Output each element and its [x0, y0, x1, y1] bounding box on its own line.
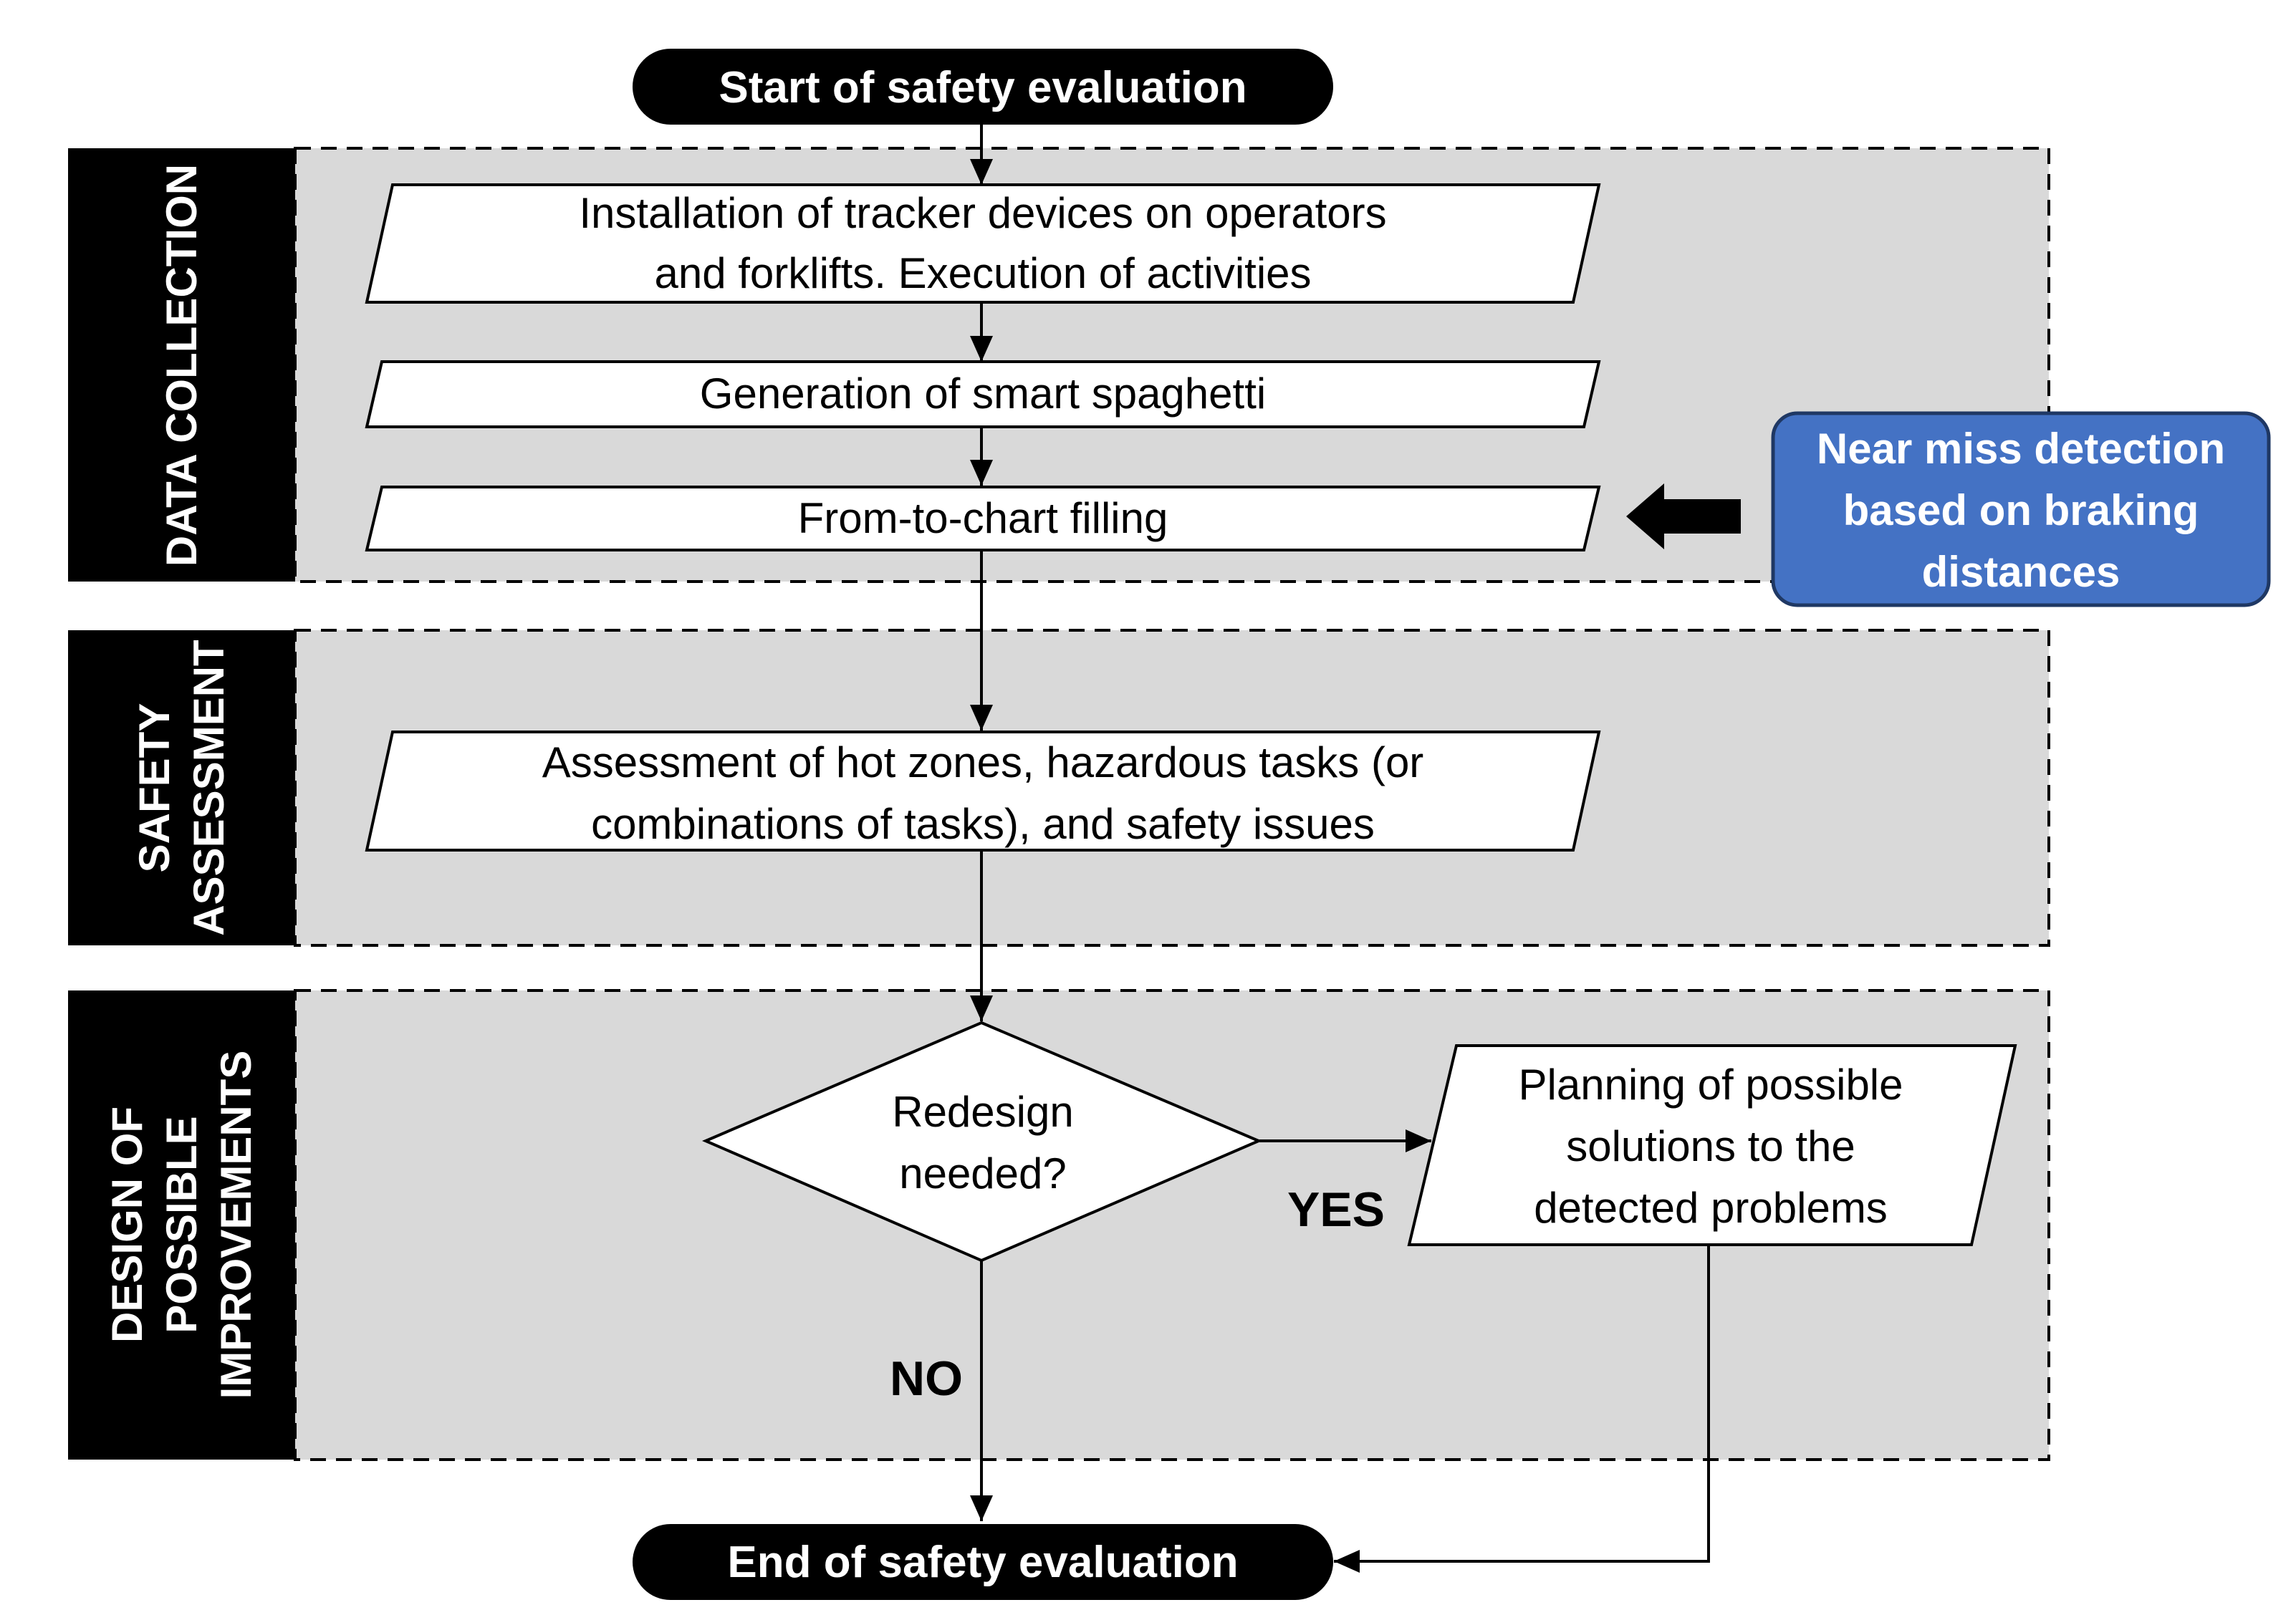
phase-data-collection-line-1: DATA COLLECTION: [158, 164, 206, 567]
step-from-to-chart: From-to-chart filling: [365, 486, 1601, 551]
end-terminal-shape: [633, 1524, 1333, 1600]
step-install-trackers-line-2: and forklifts. Execution of activities: [654, 249, 1311, 297]
step-planning-line-1: Planning of possible: [1518, 1061, 1903, 1109]
step-install-trackers-shape: [365, 183, 1601, 304]
step-assessment-label: Assessment of hot zones, hazardous tasks…: [542, 738, 1424, 848]
phase-label-box-design-improvements: [68, 990, 295, 1460]
decision-line-1: Redesign: [892, 1088, 1074, 1136]
end-terminal-label: End of safety evaluation: [727, 1538, 1238, 1587]
end-terminal: End of safety evaluation: [633, 1524, 1333, 1600]
phase-label-data-collection: DATA COLLECTION: [158, 164, 206, 567]
step-smart-spaghetti-line-1: Generation of smart spaghetti: [700, 370, 1266, 418]
step-planning-label: Planning of possible solutions to the dete…: [1518, 1061, 1903, 1232]
step-install-trackers-label: Installation of tracker devices on opera…: [579, 189, 1386, 297]
connectors: [970, 123, 1710, 1573]
phase-safety-assessment-line-2: ASSESSMENT: [185, 640, 233, 935]
note-arrow-left-icon: [1626, 483, 1741, 549]
step-from-to-chart-shape: [365, 486, 1601, 551]
step-install-trackers: Installation of tracker devices on opera…: [365, 183, 1601, 304]
branch-label-no: NO: [890, 1351, 963, 1406]
step-smart-spaghetti-label: Generation of smart spaghetti: [700, 370, 1266, 418]
note-line-1: Near miss detection: [1817, 425, 2225, 473]
step-planning-shape: [1407, 1044, 2017, 1246]
decision-line-2: needed?: [899, 1149, 1067, 1197]
step-install-trackers-line-1: Installation of tracker devices on opera…: [579, 189, 1386, 237]
start-terminal-label: Start of safety evaluation: [719, 63, 1247, 112]
step-assessment-shape: [365, 731, 1601, 852]
step-planning-line-3: detected problems: [1534, 1184, 1888, 1232]
connector-planning-to-end: [1334, 1245, 1710, 1573]
start-terminal: Start of safety evaluation: [633, 49, 1333, 125]
branch-label-yes: YES: [1287, 1182, 1385, 1237]
decision-redesign-shape: [701, 1021, 1263, 1263]
start-terminal-shape: [633, 49, 1333, 125]
step-from-to-chart-label: From-to-chart filling: [798, 494, 1168, 542]
phase-safety-assessment-line-1: SAFETY: [130, 703, 178, 873]
step-assessment: Assessment of hot zones, hazardous tasks…: [365, 731, 1601, 852]
phase-label-box-safety-assessment: [68, 630, 295, 945]
note-line-3: distances: [1922, 548, 2120, 596]
phase-design-improvements-line-3: IMPROVEMENTS: [212, 1051, 260, 1399]
note-near-miss-label: Near miss detection based on braking dista…: [1817, 425, 2225, 596]
step-assessment-line-1: Assessment of hot zones, hazardous tasks…: [542, 738, 1424, 786]
step-from-to-chart-line-1: From-to-chart filling: [798, 494, 1168, 542]
note-line-2: based on braking: [1843, 486, 2199, 534]
step-planning: Planning of possible solutions to the dete…: [1407, 1044, 2017, 1246]
phase-label-box-data-collection: [68, 148, 295, 582]
note-near-miss: Near miss detection based on braking dista…: [1626, 411, 2271, 607]
step-smart-spaghetti-shape: [365, 360, 1601, 428]
phase-design-improvements-line-1: DESIGN OF: [103, 1107, 151, 1343]
step-assessment-line-2: combinations of tasks), and safety issue…: [591, 800, 1375, 848]
phase-design-improvements-line-2: POSSIBLE: [158, 1116, 206, 1333]
decision-redesign-label: Redesign needed?: [892, 1088, 1074, 1197]
step-planning-line-2: solutions to the: [1566, 1122, 1855, 1170]
step-smart-spaghetti: Generation of smart spaghetti: [365, 360, 1601, 428]
decision-redesign: Redesign needed?: [701, 1021, 1263, 1263]
note-near-miss-box: [1771, 411, 2271, 607]
